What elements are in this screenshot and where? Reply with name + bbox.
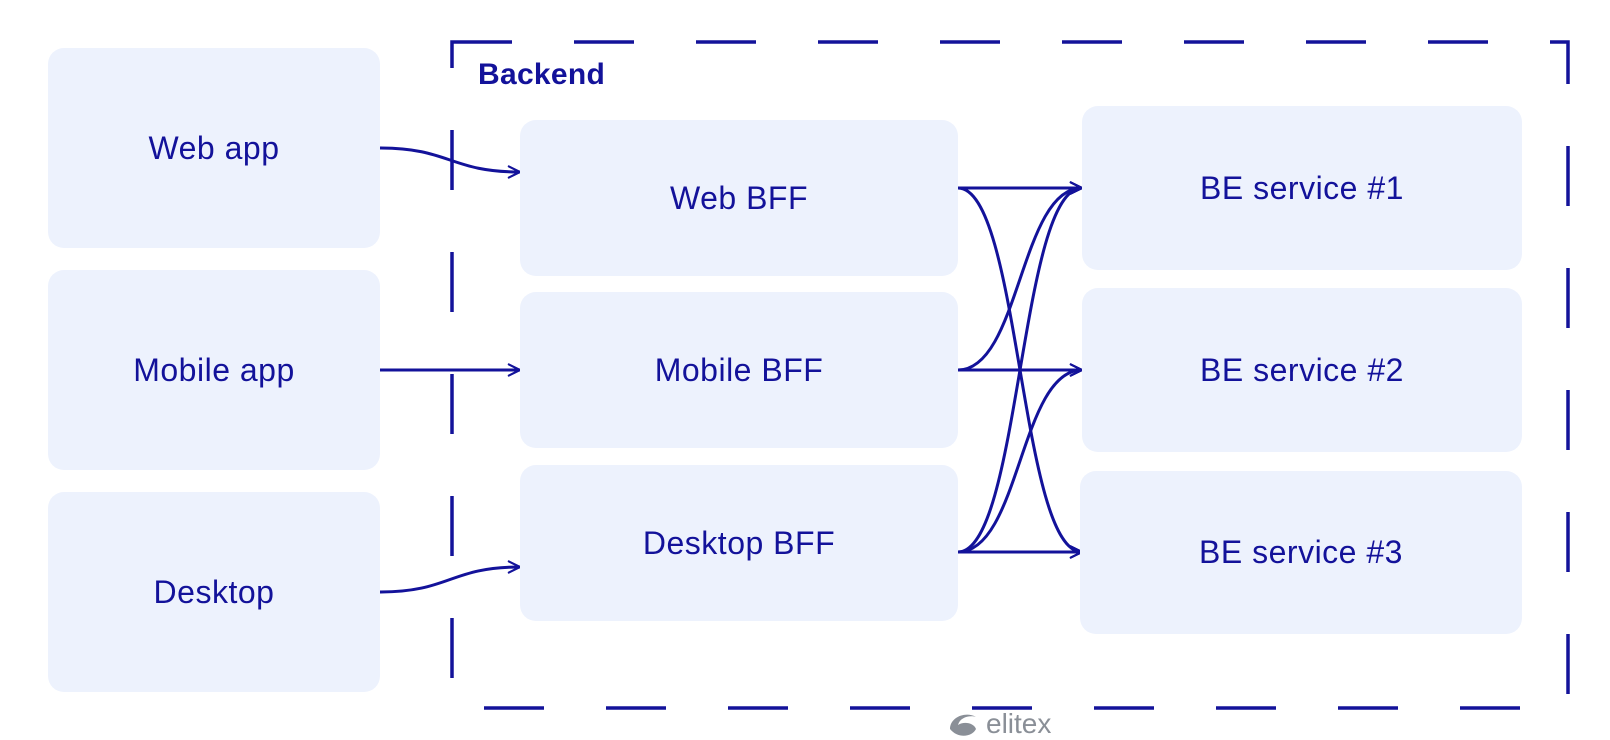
elitex-logo-icon <box>950 714 976 736</box>
backend-group-border <box>450 40 1570 710</box>
bff-label: Web BFF <box>669 179 809 216</box>
edge-desktop-bff-to-be1 <box>956 181 1084 554</box>
client-box-desktop[interactable]: Desktop <box>48 492 380 692</box>
client-box-web-app[interactable]: Web app <box>48 48 380 248</box>
backend-group-title: Backend <box>478 58 606 91</box>
client-label: Web app <box>148 129 280 166</box>
edge-mobile-bff-to-be1 <box>956 181 1084 372</box>
elitex-logo: elitex <box>946 708 1051 740</box>
service-label: BE service #2 <box>1200 351 1404 388</box>
client-label: Desktop <box>153 573 275 610</box>
client-label: Mobile app <box>133 351 295 388</box>
edge-desktop-bff-to-be2 <box>956 363 1084 554</box>
bff-label: Desktop BFF <box>642 524 836 561</box>
bff-box-mobile[interactable]: Mobile BFF <box>520 292 958 448</box>
bff-box-desktop[interactable]: Desktop BFF <box>520 465 958 621</box>
service-box-3[interactable]: BE service #3 <box>1080 471 1522 634</box>
bff-label: Mobile BFF <box>654 351 824 388</box>
service-label: BE service #3 <box>1199 534 1403 570</box>
service-label: BE service #1 <box>1200 169 1404 206</box>
edge-web-to-web-bff <box>378 146 522 179</box>
edge-desktop-to-desktop-bff <box>378 560 522 594</box>
bff-box-web[interactable]: Web BFF <box>520 120 958 276</box>
service-box-1[interactable]: BE service #1 <box>1082 106 1522 270</box>
logo-text: elitex <box>986 708 1052 739</box>
client-box-mobile-app[interactable]: Mobile app <box>48 270 380 470</box>
edges-layer <box>378 146 1084 594</box>
service-box-2[interactable]: BE service #2 <box>1082 288 1522 452</box>
